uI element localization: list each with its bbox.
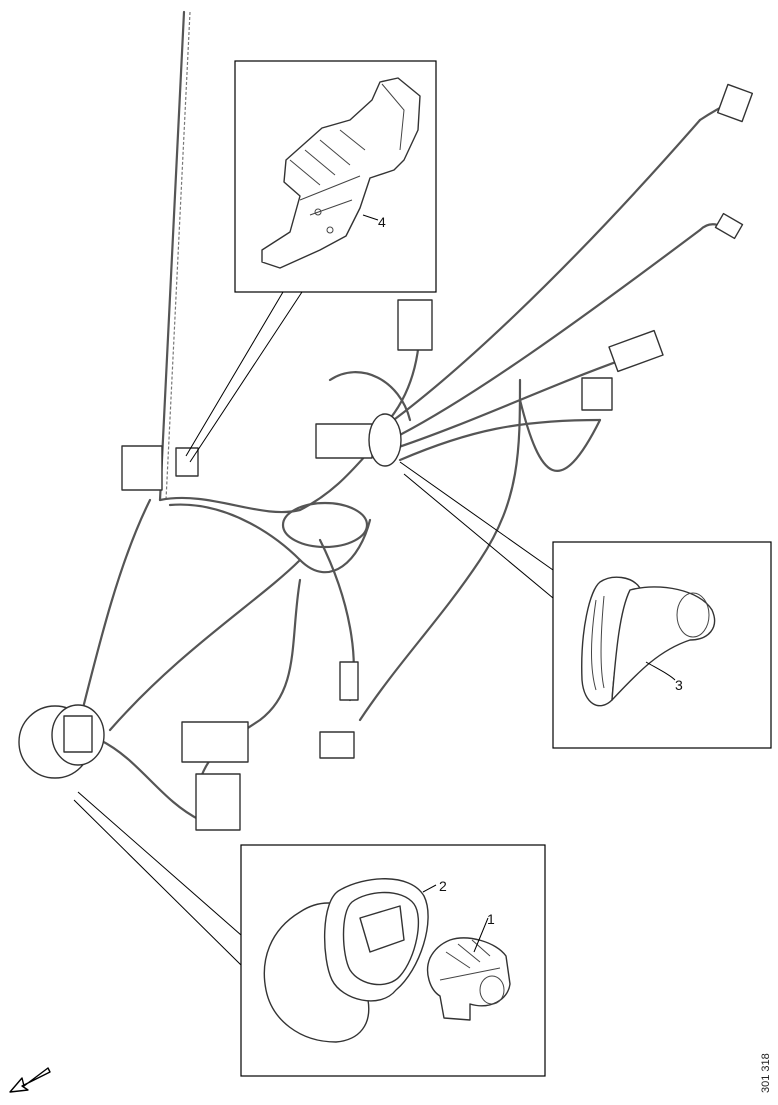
leader-lines-4 — [185, 291, 303, 463]
detail-box-3 — [552, 541, 772, 749]
callout-2: 2 — [439, 878, 447, 894]
detail-box-1-2 — [240, 844, 546, 1077]
leader-lines-1-2 — [73, 791, 242, 966]
reference-code: 301 318 — [760, 1053, 772, 1093]
harness-connectors — [18, 83, 754, 831]
arrow-down-left-icon — [9, 1067, 51, 1093]
antenna-lead — [158, 10, 191, 502]
detail-box-4 — [234, 60, 437, 293]
callout-4: 4 — [378, 214, 386, 230]
callout-3: 3 — [675, 677, 683, 693]
callout-1: 1 — [487, 911, 495, 927]
leader-lines-3 — [399, 461, 554, 599]
